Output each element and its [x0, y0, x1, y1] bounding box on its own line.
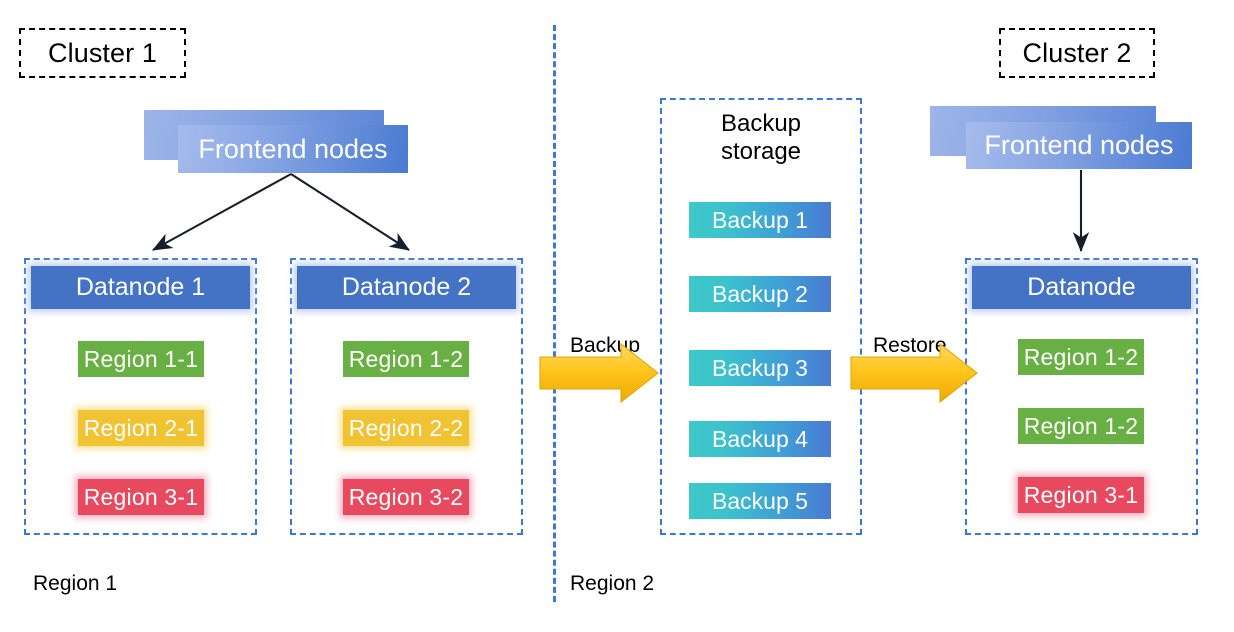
backup-item-0-label: Backup 1 [712, 206, 808, 233]
cluster-2-region-1-label: Region 1-2 [1023, 412, 1139, 439]
arrow-frontend-to-datanode-1 [152, 173, 292, 251]
datanode-2-region-0-label: Region 1-2 [348, 345, 464, 372]
cluster-2-datanode-title: Datanode [1027, 273, 1136, 301]
backup-item-3-label: Backup 4 [712, 425, 808, 452]
datanode-1-region-1-label: Region 2-1 [83, 414, 199, 441]
datanode-2-region-1-label: Region 2-2 [348, 414, 464, 441]
cluster-2-tag: Cluster 2 [999, 28, 1155, 78]
backup-item-3[interactable]: Backup 4 [689, 421, 831, 457]
datanode-1-header[interactable]: Datanode 1 [31, 266, 250, 309]
cluster-2-frontend-label: Frontend nodes [984, 130, 1174, 160]
backup-storage-title: Backup storage [720, 110, 802, 166]
datanode-1-region-2[interactable]: Region 3-1 [78, 479, 204, 515]
cluster-2-tag-label: Cluster 2 [1022, 37, 1132, 68]
cluster-2-frontend-card[interactable]: Frontend nodes [966, 122, 1192, 169]
datanode-2-region-2[interactable]: Region 3-2 [343, 479, 469, 515]
cluster-1-tag-label: Cluster 1 [48, 37, 157, 68]
cluster-2-region-2-label: Region 3-1 [1023, 481, 1139, 508]
cluster-2-region-0-label: Region 1-2 [1023, 343, 1139, 370]
cluster-2-region-2[interactable]: Region 3-1 [1018, 477, 1144, 513]
datanode-2-container [290, 258, 523, 535]
cluster-1-tag: Cluster 1 [19, 28, 186, 78]
cluster-2-region-0[interactable]: Region 1-2 [1018, 339, 1144, 375]
datanode-1-container [24, 258, 257, 535]
arrow-frontend-to-datanode-2 [290, 173, 410, 251]
backup-item-4[interactable]: Backup 5 [689, 483, 831, 519]
datanode-2-region-1[interactable]: Region 2-2 [343, 410, 469, 446]
datanode-1-region-0-label: Region 1-1 [83, 345, 199, 372]
backup-storage-container [660, 98, 862, 535]
datanode-1-region-2-label: Region 3-1 [83, 483, 199, 510]
datanode-2-header[interactable]: Datanode 2 [297, 266, 516, 309]
backup-item-1-label: Backup 2 [712, 280, 808, 307]
restore-flow-label: Restore [873, 334, 947, 357]
region-divider [553, 25, 556, 602]
region-1-footer-label: Region 1 [33, 572, 118, 595]
cluster-2-region-1[interactable]: Region 1-2 [1018, 408, 1144, 444]
datanode-2-title: Datanode 2 [341, 273, 472, 301]
backup-item-1[interactable]: Backup 2 [689, 276, 831, 312]
cluster-1-frontend-label: Frontend nodes [198, 133, 388, 164]
backup-item-4-label: Backup 5 [712, 487, 808, 514]
datanode-1-region-0[interactable]: Region 1-1 [78, 341, 204, 377]
datanode-2-region-2-label: Region 3-2 [348, 483, 464, 510]
backup-item-2-label: Backup 3 [712, 354, 808, 381]
datanode-1-region-1[interactable]: Region 2-1 [78, 410, 204, 446]
backup-item-0[interactable]: Backup 1 [689, 202, 831, 238]
region-2-footer-label: Region 2 [570, 572, 655, 595]
datanode-1-title: Datanode 1 [75, 273, 206, 301]
backup-flow-label: Backup [570, 334, 641, 357]
backup-item-2[interactable]: Backup 3 [689, 350, 831, 386]
cluster-2-datanode-header[interactable]: Datanode [972, 266, 1191, 309]
cluster-1-frontend-card[interactable]: Frontend nodes [178, 125, 408, 173]
datanode-2-region-0[interactable]: Region 1-2 [343, 341, 469, 377]
